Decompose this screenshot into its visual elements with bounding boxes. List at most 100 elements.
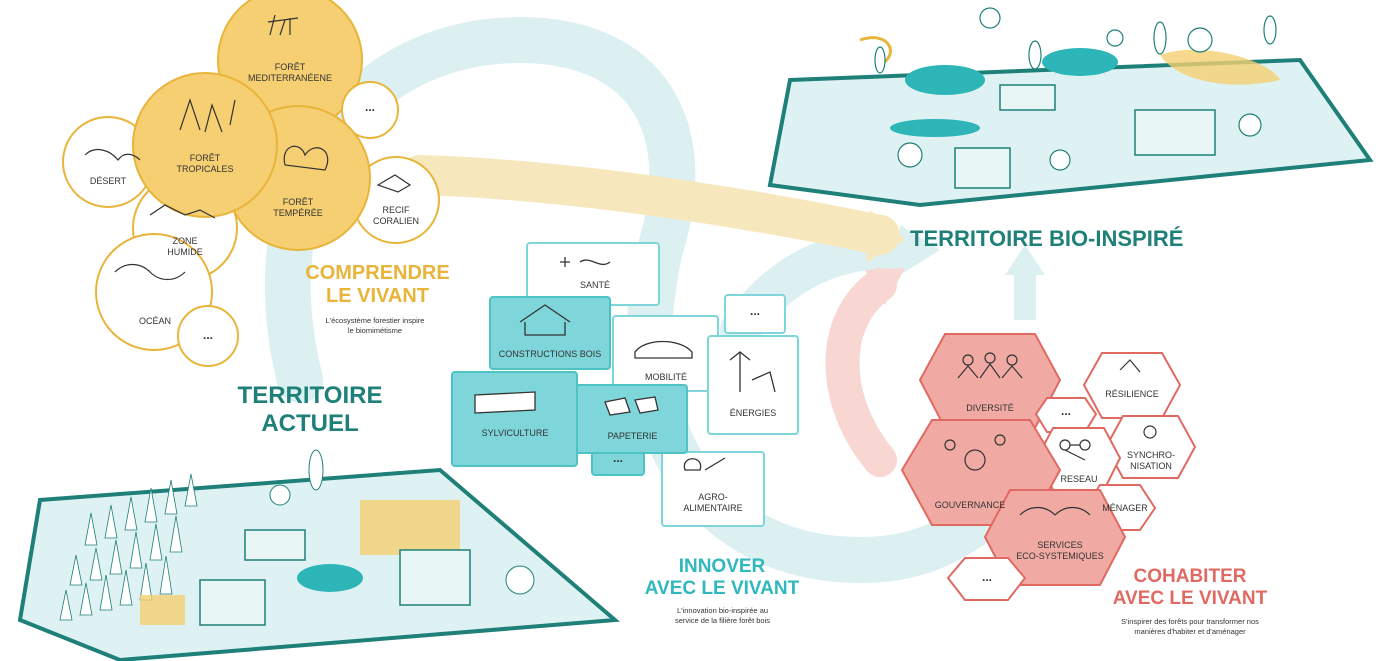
hex-sketches (944, 352, 1157, 516)
blue-up-arrow-head (1005, 245, 1045, 275)
coral-sketch (376, 174, 412, 193)
label-agro-line2: ALIMENTAIRE (683, 502, 743, 513)
label-reseau: RESEAU (1060, 474, 1098, 484)
mediterranean-sketch (267, 14, 299, 36)
title-territoire-actuel: TERRITOIRE ACTUEL (215, 382, 405, 437)
label-services-line1: SERVICES (1037, 540, 1083, 550)
title-territoire-actuel-line2: ACTUEL (261, 409, 359, 437)
label-recif-line2: CORALIEN (372, 215, 419, 226)
innover-subtitle-line1: L'innovation bio-inspirée au (676, 606, 769, 615)
bio-tree (1187, 27, 1213, 53)
wood-house-sketch (519, 304, 571, 336)
bio-trees (874, 7, 1277, 171)
card-sketches (474, 257, 776, 471)
bio-territory-ground (767, 57, 1374, 208)
card-energies (707, 335, 799, 435)
label-diversite: DIVERSITÉ (966, 403, 1014, 413)
blue-arrow-head (900, 225, 940, 275)
label-zone-humide: ZONE HUMIDE (150, 236, 220, 258)
innover-title-line2: AVEC LE VIVANT (644, 577, 800, 599)
label-gouvernance: GOUVERNANCE (934, 500, 1006, 510)
bio-pond-2 (905, 65, 985, 95)
label-energies: ÉNERGIES (729, 408, 777, 418)
label-zone-line1: ZONE (172, 236, 198, 246)
bio-factory (954, 147, 1011, 189)
title-territoire-bio-inspire: TERRITOIRE BIO-INSPIRÉ (910, 226, 1184, 251)
bio-tree (1106, 29, 1124, 47)
card-papeterie (574, 384, 688, 454)
label-foret-tropicales: FORÊT TROPICALES (160, 153, 250, 175)
innover-subtitle-line2: service de la filière forêt bois (674, 615, 771, 625)
hex-dots-bottom (946, 557, 1027, 601)
label-foret-temp-line2: TEMPÉRÉE (273, 207, 323, 218)
desert-sketch (84, 148, 141, 161)
cohabiter-title-line1: COHABITER (1133, 566, 1247, 587)
comprendre-subtitle-line1: L'écosystème forestier inspire (325, 316, 425, 325)
bio-tree (897, 142, 923, 168)
label-desert: DÉSERT (89, 176, 127, 186)
label-sante: SANTÉ (579, 280, 610, 290)
label-foret-mediterraneenne: FORÊT MEDITERRANÉENE (235, 62, 345, 84)
bio-building-1 (999, 84, 1056, 111)
bio-inspired-territory-illustration (767, 7, 1374, 208)
label-mobilite: MOBILITÉ (644, 372, 687, 382)
comprendre-subtitle: L'écosystème forestier inspire le biomim… (300, 316, 450, 336)
label-services-line2: ECO-SYSTEMIQUES (1016, 550, 1104, 561)
car-sketch (634, 340, 693, 359)
current-building-1 (244, 529, 306, 561)
label-cards-dots-bottom: ... (612, 451, 623, 465)
label-zone-line2: HUMIDE (167, 246, 203, 257)
label-synchro-line1: SYNCHRO- (1126, 450, 1175, 460)
temperate-sketch (283, 145, 329, 171)
label-recif-coralien: RECIF CORALIEN (360, 205, 432, 227)
label-foret-med-line1: FORÊT (274, 62, 306, 72)
hex-services (983, 489, 1127, 586)
poplar-tree (308, 449, 324, 491)
label-hex-dots-bottom: ... (981, 570, 992, 584)
card-agro (661, 451, 765, 527)
label-synchro-line2: NISATION (1130, 460, 1172, 471)
innover-title-line1: INNOVER (678, 556, 766, 577)
label-synchronisation: SYNCHRO- NISATION (1118, 450, 1184, 472)
cohabiter-subtitle-line1: S'inspirer des forêts pour transformer n… (1121, 617, 1259, 626)
label-recif-line1: RECIF (382, 205, 410, 215)
current-territory-illustration (17, 449, 620, 661)
ocean-sketch (114, 263, 186, 281)
label-cards-dots-top: ... (749, 304, 760, 318)
section-title-innover: INNOVER AVEC LE VIVANT (622, 556, 822, 600)
innover-cards (451, 242, 799, 527)
energy-sketch (729, 351, 776, 393)
label-services-ecosystemiques: SERVICES ECO-SYSTEMIQUES (1012, 540, 1108, 562)
bio-tree (1238, 113, 1262, 137)
bubble-foret-tropicales (132, 72, 278, 218)
title-territoire-actuel-line1: TERRITOIRE (237, 382, 383, 409)
pink-arrow (825, 268, 897, 477)
card-dots-top (724, 294, 786, 334)
logs-sketch (474, 391, 536, 414)
label-constructions-bois: CONSTRUCTIONS BOIS (498, 349, 602, 359)
label-papeterie: PAPETERIE (607, 431, 658, 441)
yellow-fields (140, 500, 460, 625)
bio-orange-field (1160, 49, 1280, 85)
card-sante (526, 242, 660, 306)
bio-pond-1 (1042, 48, 1118, 76)
current-factory (199, 579, 266, 626)
label-agro-line1: AGRO- (698, 492, 728, 502)
label-foret-trop-line2: TROPICALES (176, 163, 234, 174)
current-territory-ground (17, 467, 620, 661)
bio-tree (979, 7, 1001, 29)
label-ocean: OCÉAN (138, 316, 171, 326)
bio-building-2 (1134, 109, 1216, 156)
tropical-sketch (179, 98, 236, 133)
bio-tree (1153, 21, 1167, 55)
section-title-comprendre: COMPRENDRE LE VIVANT (285, 262, 470, 308)
current-building-2 (399, 549, 471, 606)
cohabiter-hexes (900, 333, 1197, 601)
label-foret-temp-line1: FORÊT (282, 197, 314, 207)
food-sketch (683, 457, 726, 471)
label-agro-alimentaire: AGRO- ALIMENTAIRE (668, 492, 758, 514)
label-sylviculture: SYLVICULTURE (481, 428, 549, 438)
deciduous-tree (505, 565, 535, 595)
cohabiter-subtitle-line2: manières d'habiter et d'aménager (1134, 626, 1246, 636)
